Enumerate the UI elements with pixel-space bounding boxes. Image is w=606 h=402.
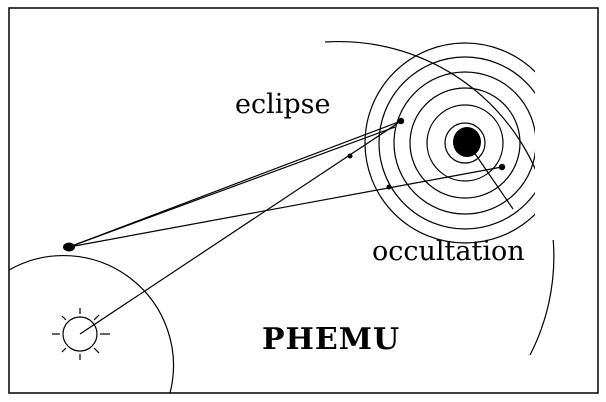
ring-mask (535, 40, 597, 240)
diagram-title: PHEMU (262, 322, 400, 357)
occultation-label: occultation (372, 236, 525, 267)
eclipse-label: eclipse (235, 89, 331, 120)
